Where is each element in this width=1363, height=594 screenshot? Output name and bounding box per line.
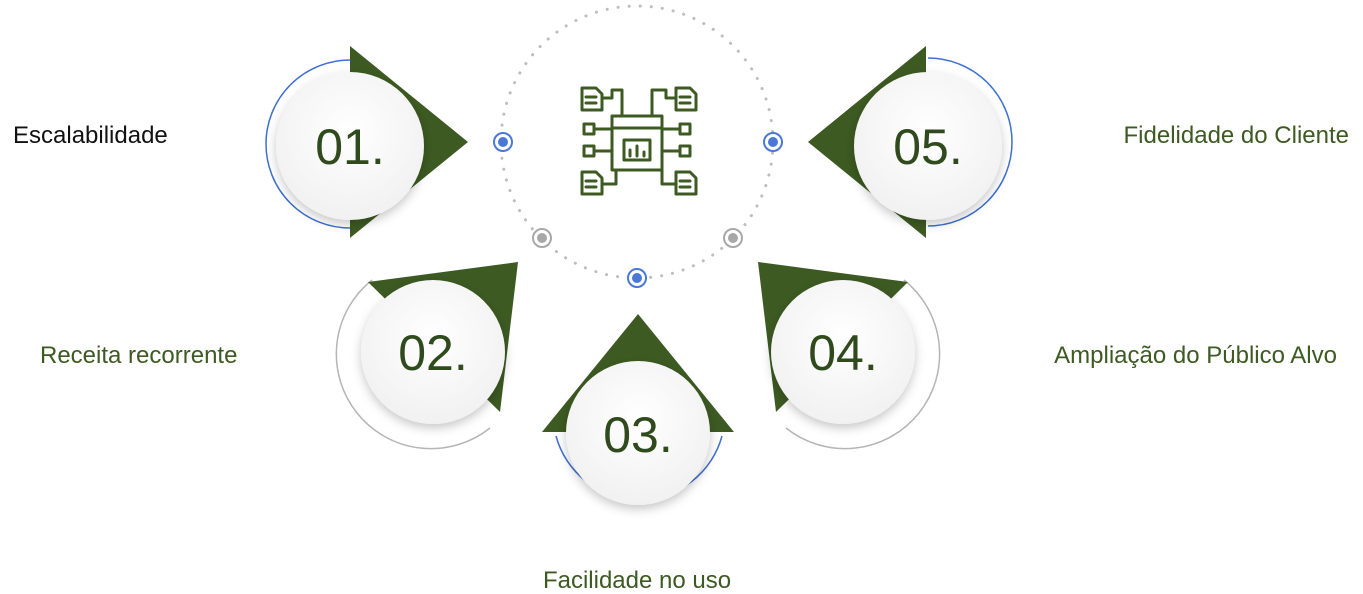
step-01-label: Escalabilidade bbox=[13, 122, 168, 149]
step-04-label: Ampliação do Público Alvo bbox=[1054, 342, 1337, 369]
connector-dot-02 bbox=[532, 228, 552, 248]
connector-dot-04 bbox=[723, 228, 743, 248]
step-03: 03. bbox=[542, 314, 734, 505]
step-01-outer-arc bbox=[265, 59, 351, 229]
step-05-number: 05. bbox=[893, 119, 963, 175]
step-05: 05. bbox=[808, 46, 1013, 238]
step-01-disc bbox=[276, 72, 424, 220]
connector-dot-01 bbox=[493, 132, 513, 152]
step-02-label: Receita recorrente bbox=[40, 342, 237, 369]
step-02-number: 02. bbox=[398, 325, 468, 381]
connector-dot-03 bbox=[627, 268, 647, 288]
data-flow-chart-icon bbox=[580, 86, 698, 196]
step-05-label: Fidelidade do Cliente bbox=[1124, 122, 1349, 149]
step-01-number: 01. bbox=[315, 119, 385, 175]
step-04-outer-arc bbox=[785, 279, 941, 450]
step-02-disc bbox=[361, 280, 505, 424]
step-05-disc bbox=[854, 72, 1002, 220]
step-02-outer-arc bbox=[335, 279, 491, 450]
step-01: 01. bbox=[265, 46, 468, 238]
step-03-label: Facilidade no uso bbox=[543, 567, 731, 594]
step-04: 04. bbox=[758, 262, 941, 450]
step-03-number: 03. bbox=[603, 407, 673, 463]
connector-dot-05 bbox=[763, 132, 783, 152]
step-04-disc bbox=[771, 280, 915, 424]
step-03-disc bbox=[566, 361, 710, 505]
step-04-number: 04. bbox=[808, 325, 878, 381]
step-02: 02. bbox=[335, 262, 518, 450]
step-05-outer-arc bbox=[927, 57, 1013, 227]
